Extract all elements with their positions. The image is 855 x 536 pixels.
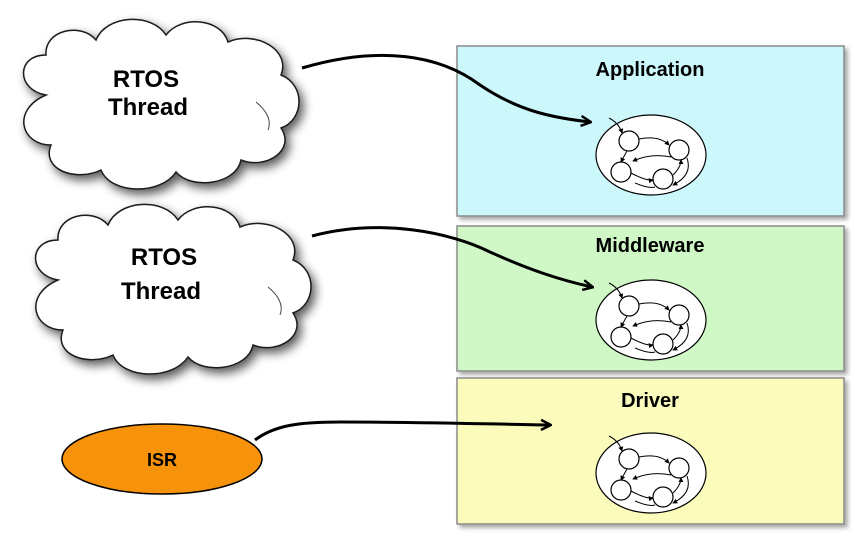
rtos-thread-cloud-1: RTOS Thread — [22, 18, 300, 190]
isr-label: ISR — [147, 450, 177, 470]
arrow-icon — [311, 226, 592, 287]
state-machine-icon — [596, 433, 706, 513]
driver-label: Driver — [621, 390, 679, 412]
state-machine-icon — [596, 280, 706, 360]
application-label: Application — [596, 59, 705, 81]
arrow-icon — [254, 422, 550, 442]
cloud-2-line2: Thread — [121, 278, 201, 305]
rtos-thread-cloud-2: RTOS Thread — [34, 203, 312, 375]
cloud-1-line1: RTOS — [113, 66, 179, 93]
middleware-layer: Middleware — [456, 225, 845, 372]
middleware-label: Middleware — [596, 235, 705, 257]
cloud-2-line1: RTOS — [131, 244, 197, 271]
state-machine-icon — [596, 115, 706, 195]
isr-node: ISR — [61, 423, 263, 495]
driver-layer: Driver — [456, 377, 845, 525]
application-layer: Application — [456, 45, 845, 217]
cloud-1-line2: Thread — [108, 94, 188, 121]
arrow-icon — [301, 53, 590, 122]
